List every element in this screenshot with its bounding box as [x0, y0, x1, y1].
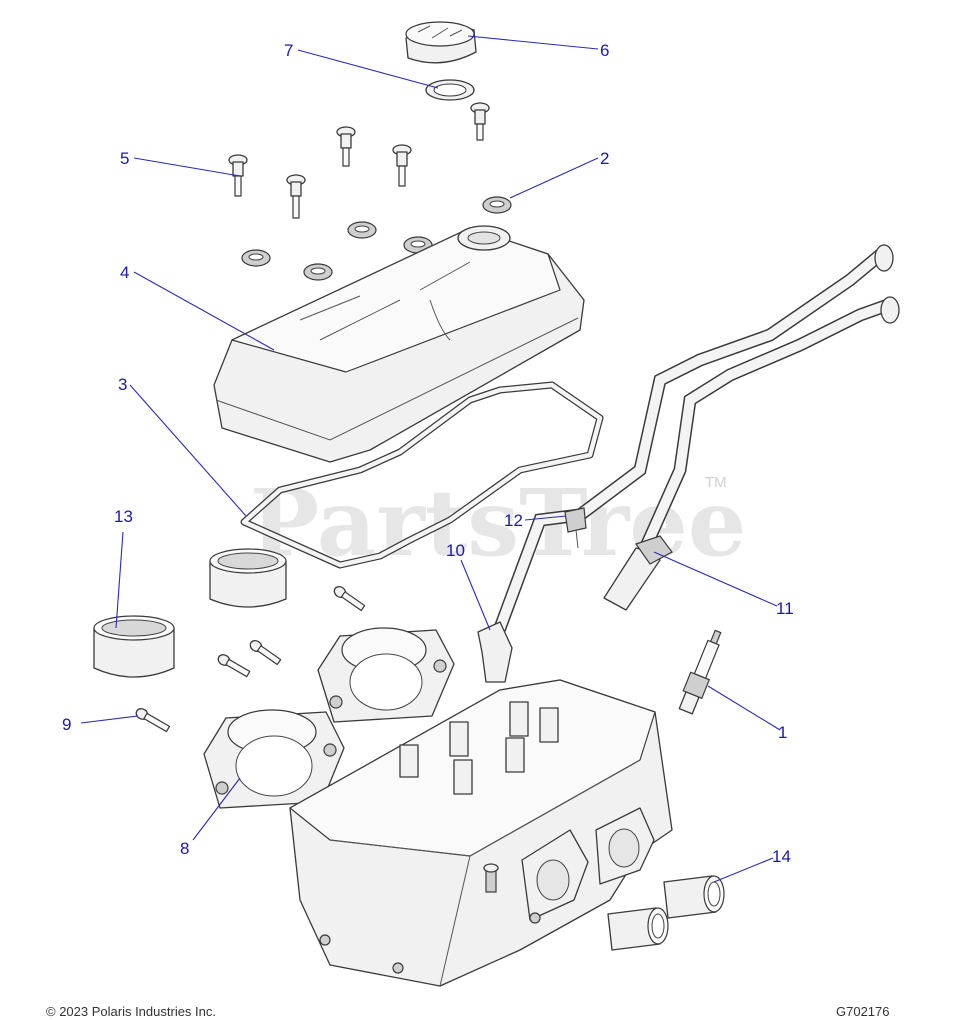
callout-11[interactable]: 11: [776, 599, 794, 618]
cap-o-ring[interactable]: [425, 79, 475, 101]
hose-clip[interactable]: [564, 507, 587, 533]
callout-1[interactable]: 1: [778, 723, 787, 742]
callout-4[interactable]: 4: [120, 263, 129, 282]
callout-3[interactable]: 3: [118, 375, 127, 394]
valve-cover-bolts[interactable]: [228, 102, 490, 219]
callout-14[interactable]: 14: [772, 847, 791, 866]
exhaust-sleeves[interactable]: [607, 875, 725, 951]
intake-adapters[interactable]: [203, 627, 455, 809]
callout-7[interactable]: 7: [284, 41, 293, 60]
valve-cover-gasket[interactable]: [240, 381, 604, 569]
intake-boots[interactable]: [93, 548, 287, 678]
cylinder-head[interactable]: [289, 679, 673, 987]
copyright-text: © 2023 Polaris Industries Inc.: [46, 1004, 216, 1019]
oil-fill-cap[interactable]: [405, 21, 477, 64]
callout-6[interactable]: 6: [600, 41, 609, 60]
spark-plug[interactable]: [676, 628, 727, 715]
callout-13[interactable]: 13: [114, 507, 133, 526]
leader-lines: [80, 35, 781, 883]
exhaust-ports: [521, 807, 655, 921]
breather-hose-assembly[interactable]: [477, 244, 900, 683]
watermark-trademark: TM: [705, 474, 727, 491]
callout-9[interactable]: 9: [62, 715, 71, 734]
intake-flange-bolts[interactable]: [134, 584, 366, 733]
callout-10[interactable]: 10: [446, 541, 465, 560]
hose-end-fittings: [874, 244, 900, 324]
valve-cover[interactable]: [213, 225, 585, 463]
head-stud: [483, 863, 499, 893]
callout-5[interactable]: 5: [120, 149, 129, 168]
callout-12[interactable]: 12: [504, 511, 523, 530]
cam-towers: [399, 701, 559, 795]
cover-grommets[interactable]: [241, 196, 512, 281]
callout-8[interactable]: 8: [180, 839, 189, 858]
callout-2[interactable]: 2: [600, 149, 609, 168]
breather-elbow[interactable]: [477, 621, 513, 683]
diagram-code: G702176: [836, 1004, 890, 1019]
